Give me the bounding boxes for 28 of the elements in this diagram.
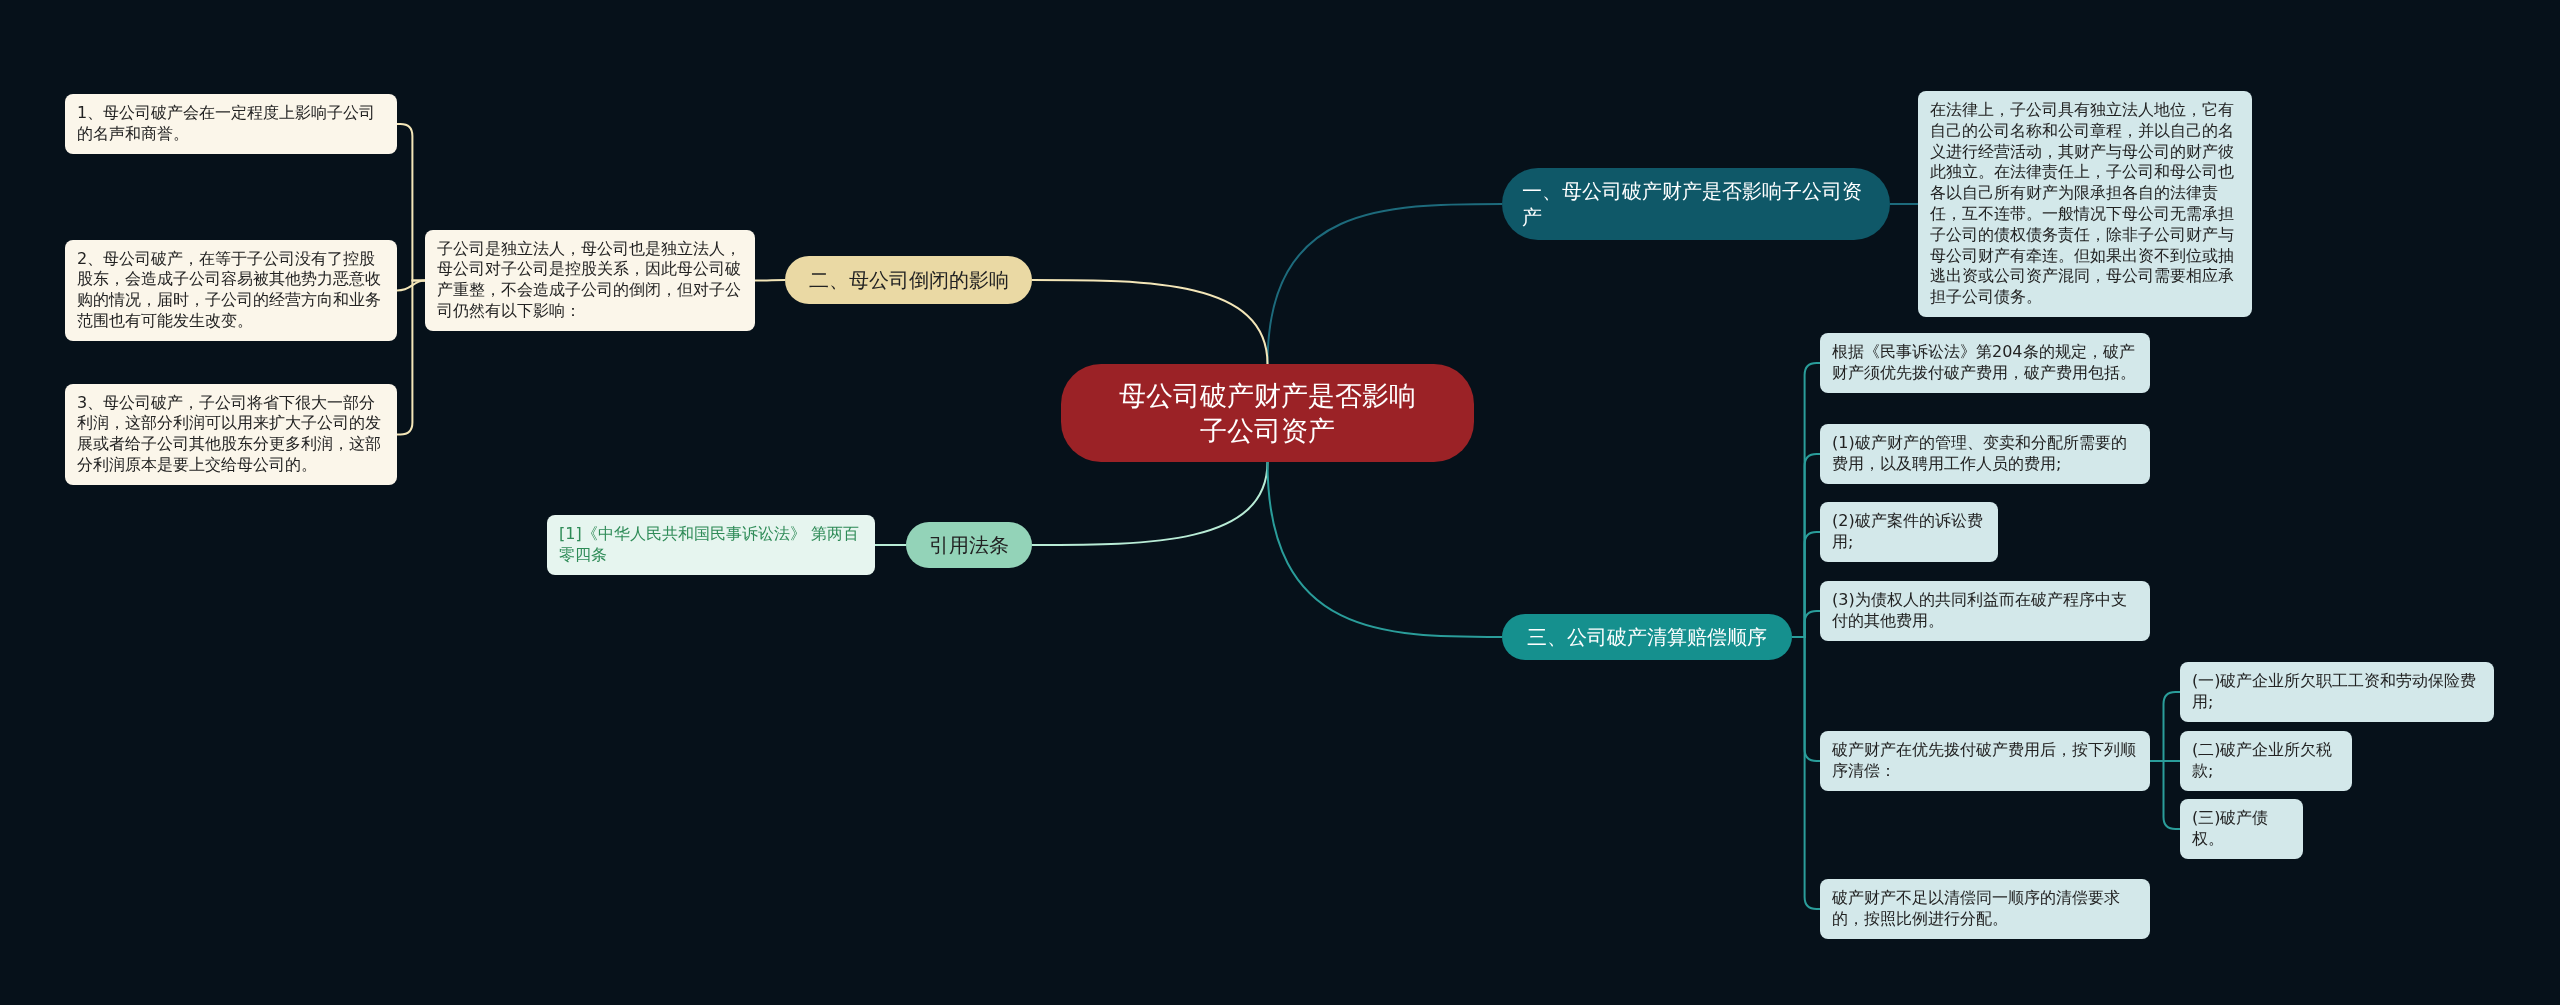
note-box: [1]《中华人民共和国民事诉讼法》 第两百零四条 (547, 515, 875, 575)
branch-topic: 一、母公司破产财产是否影响子公司资产 (1502, 168, 1890, 240)
connector (1266, 203, 1503, 365)
branch-topic: 二、母公司倒闭的影响 (785, 256, 1032, 304)
note-box: 2、母公司破产，在等于子公司没有了控股股东，会造成子公司容易被其他势力恶意收购的情况，届时，子公司的经营方向和业务范围也有可能发生改变。 (65, 239, 397, 341)
note-box: 在法律上，子公司具有独立法人地位，它有自己的公司名称和公司章程，并以自己的名义进行经营活动，其财产与母公司的财产彼此独立。在法律责任上，子公司和母公司也各以自己所有财产为限承担各自的法律责任，互不连带。一般情况下母公司无需承担子公司的债权债务责任，除非子公司财产与母公司财产有牵连。但如果出资不到位或抽逃出资或公司资产混同，母公司需要相应承担子公司债务。 (1918, 91, 2252, 317)
connector (1031, 461, 1269, 546)
connector (874, 544, 907, 546)
note-box: 破产财产不足以清偿同一顺序的清偿要求的，按照比例进行分配。 (1820, 879, 2150, 939)
connector (754, 279, 786, 282)
note-box: (2)破产案件的诉讼费用; (1820, 502, 1998, 562)
connector (1889, 203, 1919, 205)
note-box: (1)破产财产的管理、变卖和分配所需要的费用，以及聘用工作人员的费用; (1820, 424, 2150, 484)
note-box: (3)为债权人的共同利益而在破产程序中支付的其他费用。 (1820, 581, 2150, 641)
note-box: 破产财产在优先拨付破产费用后，按下列顺序清偿： (1820, 731, 2150, 791)
note-box: (一)破产企业所欠职工工资和劳动保险费用; (2180, 662, 2494, 722)
note-box: 根据《民事诉讼法》第204条的规定，破产财产须优先拨付破产费用，破产费用包括。 (1820, 333, 2150, 393)
note-box: (三)破产债权。 (2180, 799, 2303, 859)
note-box: 3、母公司破产，子公司将省下很大一部分利润，这部分利润可以用来扩大子公司的发展或者给子公司其他股东分更多利润，这部分利润原本是要上交给母公司的。 (65, 383, 397, 485)
branch-topic: 引用法条 (906, 522, 1032, 568)
connector (1266, 461, 1503, 638)
note-box: 子公司是独立法人，母公司也是独立法人，母公司对子公司是控股关系，因此母公司破产重整，不会造成子公司的倒闭，但对子公司仍然有以下影响： (425, 229, 755, 331)
connector (1031, 279, 1269, 365)
branch-topic: 三、公司破产清算赔偿顺序 (1502, 614, 1792, 660)
central-topic: 母公司破产财产是否影响子公司资产 (1061, 364, 1474, 462)
connector (1791, 636, 1821, 910)
note-box: 1、母公司破产会在一定程度上影响子公司的名声和商誉。 (65, 94, 397, 154)
note-box: (二)破产企业所欠税款; (2180, 731, 2352, 791)
